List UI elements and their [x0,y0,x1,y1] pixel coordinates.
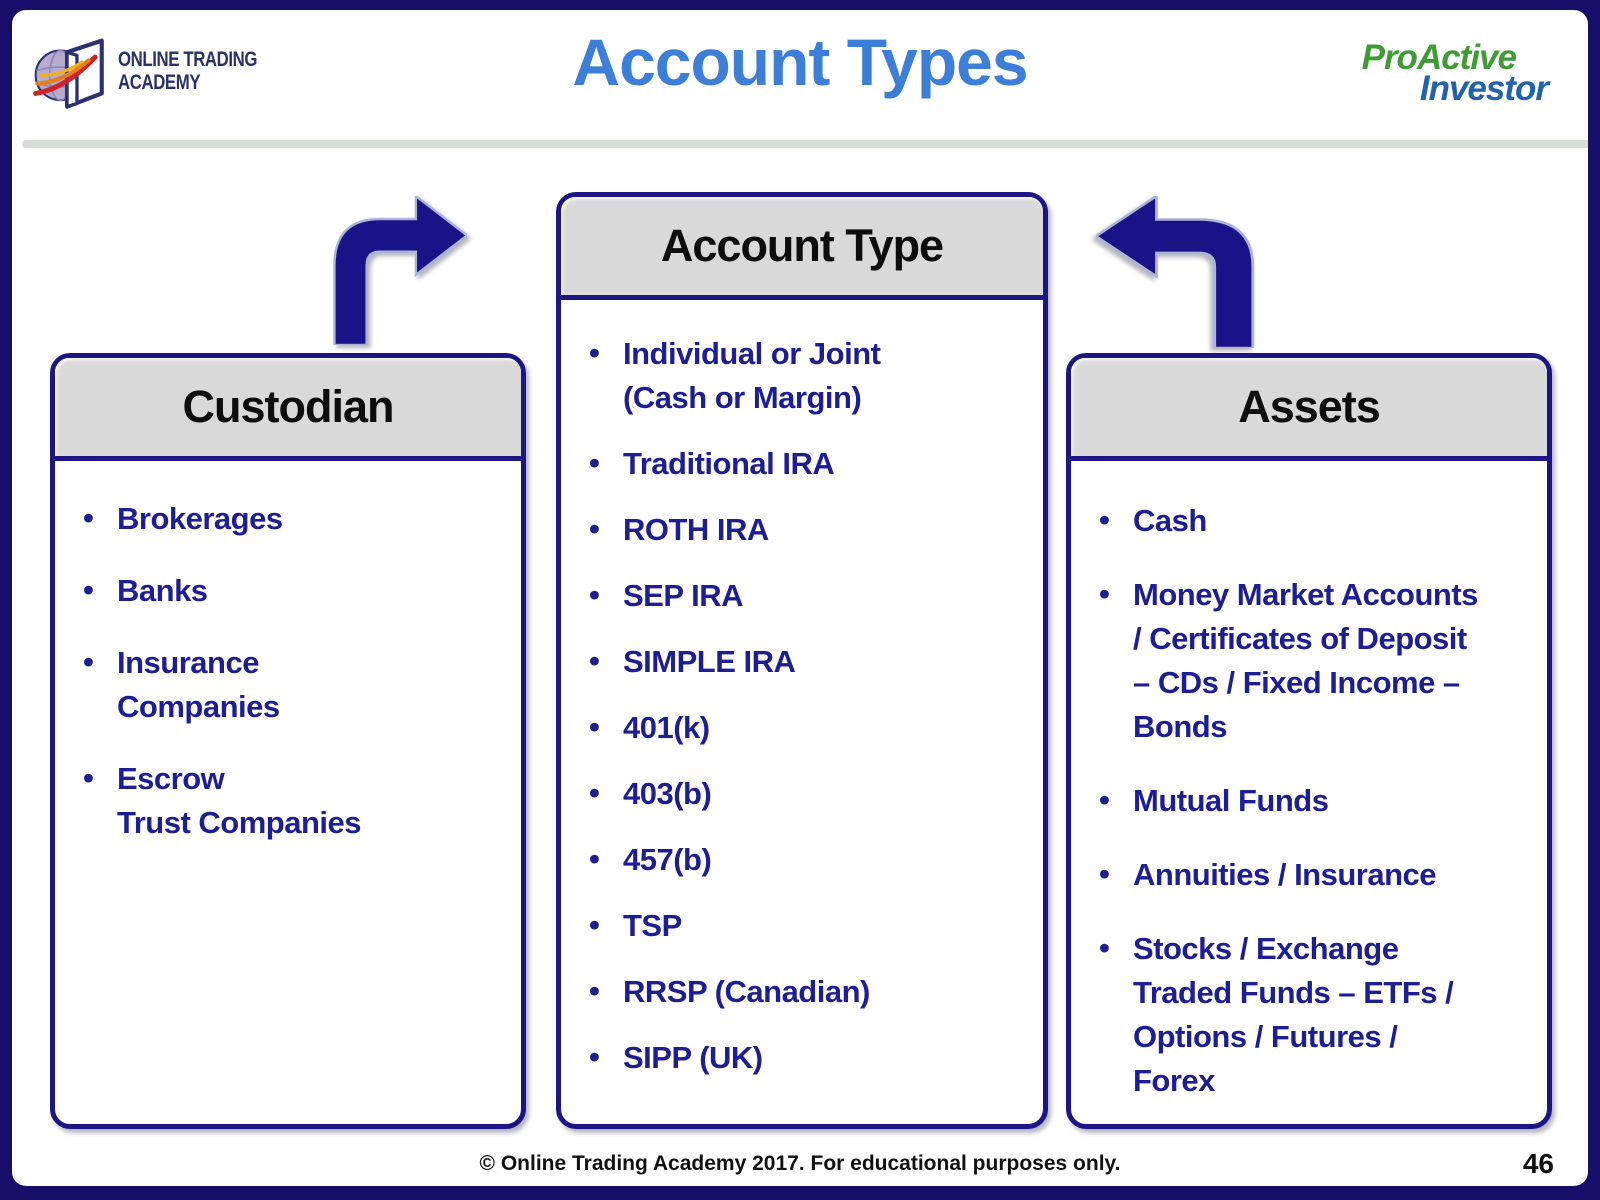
assets-list: CashMoney Market Accounts / Certificates… [1071,461,1547,1103]
header-divider [22,140,1588,148]
list-item: Traditional IRA [587,441,1029,486]
assets-box-header: Assets [1071,358,1547,461]
list-item: SIPP (UK) [587,1035,1029,1080]
list-item: Mutual Funds [1097,778,1533,823]
custodian-box-title: Custodian [182,381,395,432]
list-item: Money Market Accounts / Certificates of … [1097,572,1533,749]
proactive-logo-line2: Investor [1419,69,1549,108]
list-item: Individual or Joint (Cash or Margin) [587,331,1029,420]
list-item: 457(b) [587,837,1029,882]
list-item: Insurance Companies [81,640,507,729]
list-item: ROTH IRA [587,507,1029,552]
list-item: Banks [81,568,507,613]
ota-wordmark: ONLINE TRADING ACADEMY [118,49,257,94]
online-trading-academy-logo: ONLINE TRADING ACADEMY [30,34,292,110]
list-item: 403(b) [587,771,1029,816]
account-type-box-title: Account Type [660,220,944,271]
account-type-box-header: Account Type [561,197,1043,300]
ota-wordmark-line1: ONLINE TRADING [118,48,258,72]
list-item: Annuities / Insurance [1097,852,1533,897]
footer-copyright: © Online Trading Academy 2017. For educa… [479,1152,1121,1175]
custodian-box: Custodian BrokeragesBanksInsurance Compa… [50,353,526,1129]
list-item: RRSP (Canadian) [587,969,1029,1014]
account-type-list: Individual or Joint (Cash or Margin) Trad… [561,300,1043,1080]
curved-arrow-right-icon [333,196,467,345]
list-item: TSP [587,903,1029,948]
proactive-logo-line1: ProActive [1361,38,1517,77]
custodian-list: BrokeragesBanksInsurance CompaniesEscrow… [55,461,521,845]
assets-box: Assets CashMoney Market Accounts / Certi… [1066,353,1552,1129]
ota-globe-book-icon [33,38,104,109]
list-item: Stocks / Exchange Traded Funds – ETFs / … [1097,926,1533,1103]
curved-arrow-left-icon [1096,196,1255,348]
ota-wordmark-line2: ACADEMY [118,71,201,94]
custodian-box-header: Custodian [55,358,521,461]
list-item: Cash [1097,498,1533,543]
proactive-investor-logo: ProActive Investor [1361,38,1549,108]
list-item: SIMPLE IRA [587,639,1029,684]
list-item: Brokerages [81,496,507,541]
list-item: SEP IRA [587,573,1029,618]
page-title: Account Types [572,25,1028,99]
list-item: Escrow Trust Companies [81,756,507,845]
account-type-box: Account Type Individual or Joint (Cash o… [556,192,1048,1129]
page-number: 46 [1522,1148,1554,1179]
list-item: 401(k) [587,705,1029,750]
assets-box-title: Assets [1238,381,1381,432]
